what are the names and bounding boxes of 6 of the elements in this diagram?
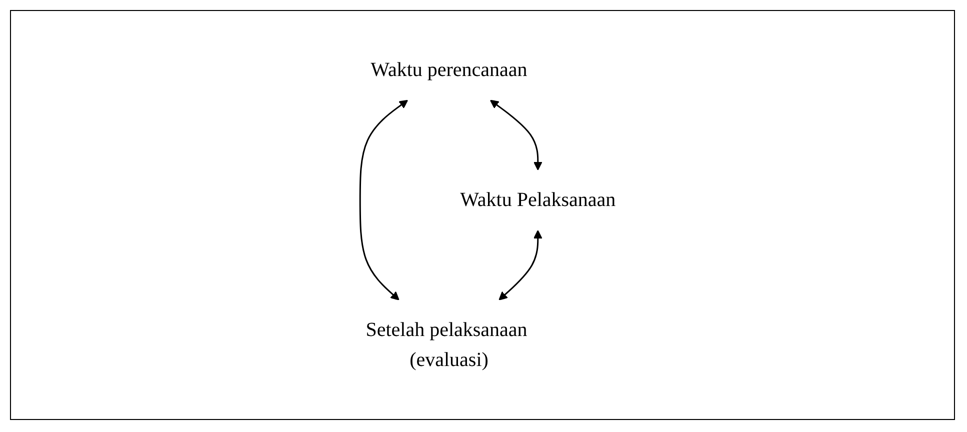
node-text: Waktu perencanaan <box>370 59 528 81</box>
node-text: Waktu Pelaksanaan <box>460 189 616 211</box>
arrow <box>360 100 408 300</box>
node-text: Setelah pelaksanaan (evaluasi) <box>366 319 528 371</box>
arrow <box>498 230 542 300</box>
arrow <box>490 100 542 170</box>
